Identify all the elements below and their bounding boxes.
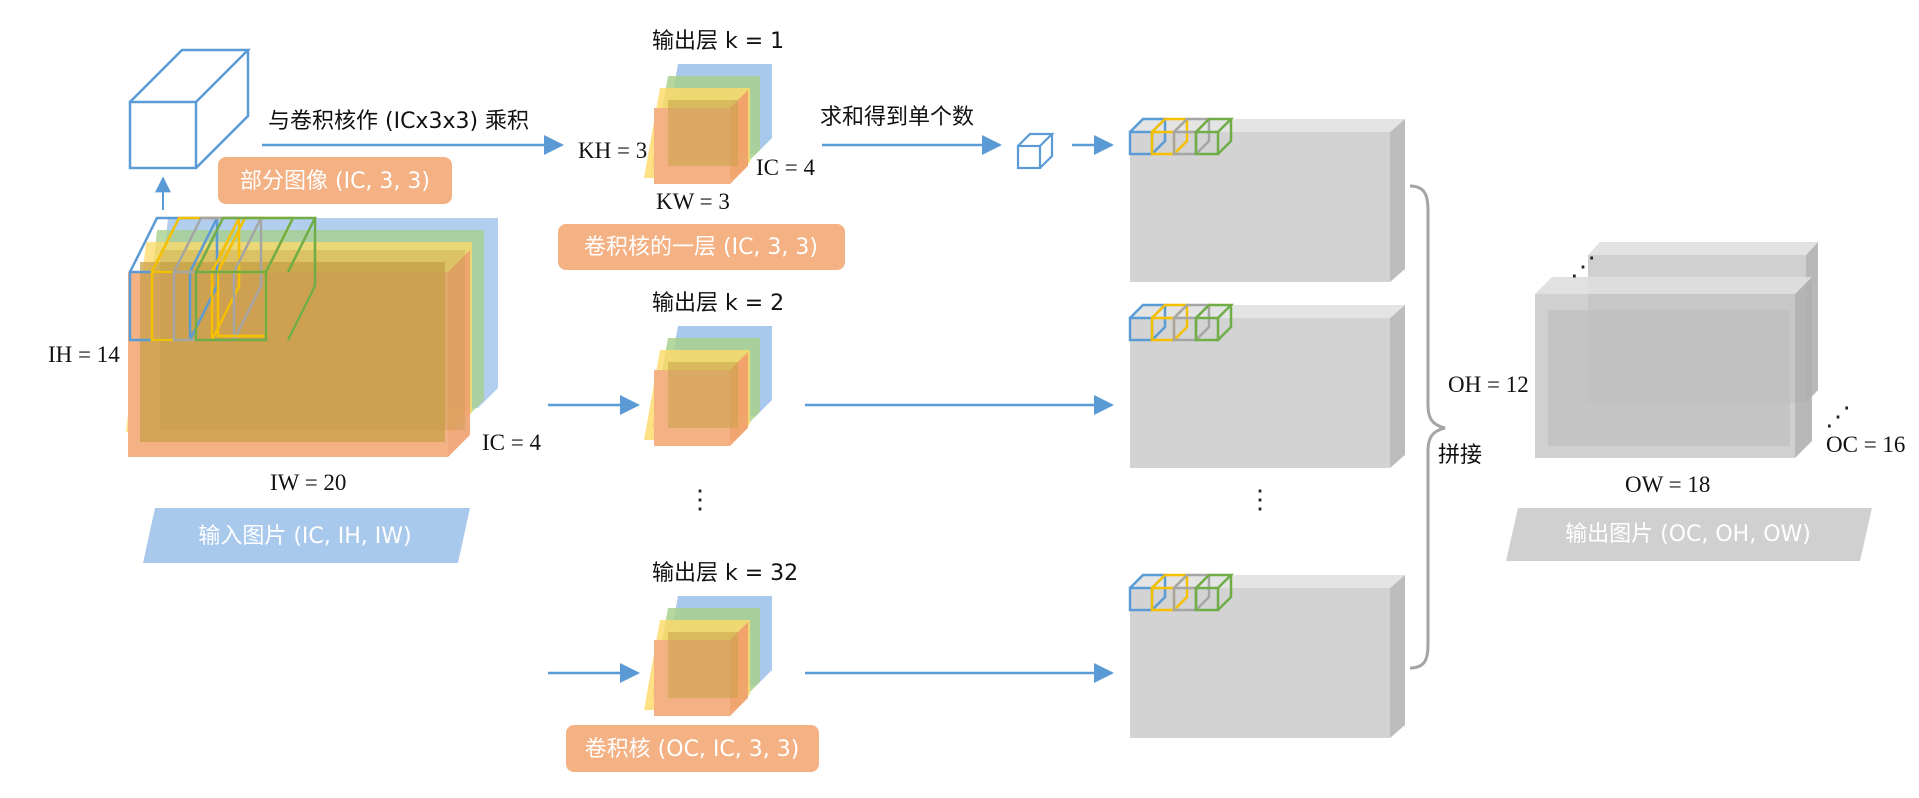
kernel-layer-tag: 卷积核的一层 (IC, 3, 3) [584, 235, 818, 260]
input-ih-label: IH = 14 [48, 342, 120, 367]
kernel-kh-label: KH = 3 [578, 138, 647, 163]
feature-map-2 [1128, 303, 1405, 468]
feature-maps [1128, 117, 1405, 738]
kernel-vdots: ⋮ [687, 485, 713, 514]
patch-outlines [128, 216, 318, 342]
output-image-stack [1535, 242, 1818, 458]
output-dots-bottom: ⋰ [1825, 402, 1851, 431]
output-tag-bg [1506, 508, 1872, 561]
map-patch-outlines [1128, 303, 1235, 342]
feature-map-32 [1128, 573, 1405, 738]
concat-brace [1409, 184, 1446, 670]
scalar-cube-icon [1016, 132, 1055, 170]
kernel-layer-2 [644, 326, 772, 446]
output-dots-top: ⋰ [1570, 252, 1596, 281]
output-oc-label: OC = 16 [1826, 432, 1905, 457]
kernel-layer-1 [644, 64, 772, 184]
kernel-ic-label: IC = 4 [756, 155, 815, 180]
input-iw-label: IW = 20 [270, 470, 346, 495]
kernel-layer-tag-bg [558, 224, 845, 270]
map-patch-cell [1194, 303, 1235, 342]
patch-cube [128, 48, 252, 170]
product-arrow-label: 与卷积核作 (ICx3x3) 乘积 [268, 109, 529, 134]
maps-vdots: ⋮ [1247, 485, 1273, 514]
patch-tag: 部分图像 (IC, 3, 3) [240, 169, 430, 194]
map-patch-cell [1194, 573, 1235, 612]
kernel-all-tag: 卷积核 (OC, IC, 3, 3) [585, 737, 800, 762]
concat-label: 拼接 [1438, 443, 1482, 468]
map-patch-outlines [1128, 117, 1235, 156]
patch-green [194, 216, 318, 342]
map-patch-outlines [1128, 573, 1235, 612]
map-patch-cell [1194, 117, 1235, 156]
input-tag: 输入图片 (IC, IH, IW) [198, 524, 411, 549]
kernel-layer-2-title: 输出层 k = 2 [652, 291, 784, 316]
output-tag: 输出图片 (OC, OH, OW) [1565, 522, 1811, 547]
kernel-layer-1-title: 输出层 k = 1 [652, 29, 784, 54]
input-image-stack [126, 216, 498, 457]
kernel-kw-label: KW = 3 [656, 189, 730, 214]
kernel-all-tag-bg [566, 725, 819, 772]
sum-label: 求和得到单个数 [820, 105, 974, 130]
kernel-layer-32 [644, 596, 772, 716]
input-tag-bg [143, 508, 470, 563]
output-ow-label: OW = 18 [1625, 472, 1710, 497]
feature-map-1 [1128, 117, 1405, 282]
kernel-layer-32-title: 输出层 k = 32 [652, 561, 798, 586]
input-ic-label: IC = 4 [482, 430, 541, 455]
patch-tag-bg [218, 157, 452, 204]
output-oh-label: OH = 12 [1448, 372, 1529, 397]
